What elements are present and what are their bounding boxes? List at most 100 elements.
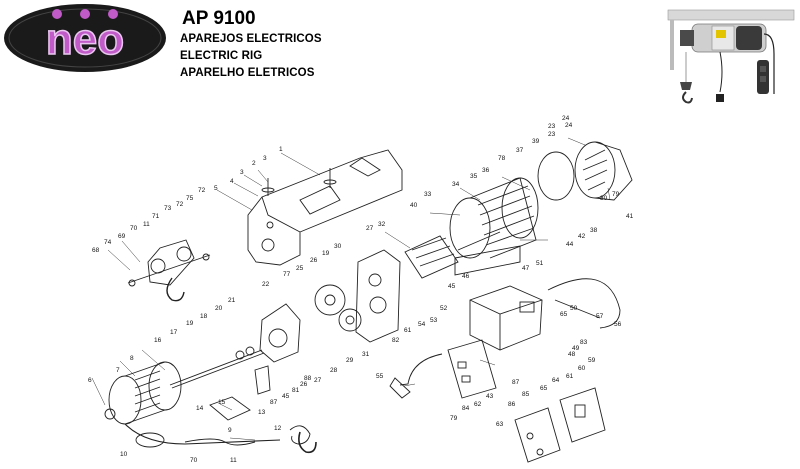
- svg-text:77: 77: [283, 271, 291, 278]
- svg-text:18: 18: [200, 313, 208, 320]
- svg-text:neo: neo: [46, 15, 124, 64]
- hoist-frame: [247, 149, 403, 266]
- svg-text:84: 84: [462, 405, 470, 412]
- svg-text:7: 7: [116, 367, 120, 374]
- svg-text:72: 72: [198, 187, 206, 194]
- product-photo: [664, 4, 796, 108]
- subtitle-en: ELECTRIC RIG: [180, 50, 263, 62]
- svg-text:88: 88: [304, 375, 312, 382]
- svg-text:11: 11: [230, 457, 237, 464]
- svg-text:9: 9: [228, 427, 232, 434]
- model-title: AP 9100: [182, 8, 256, 29]
- svg-text:82: 82: [392, 337, 400, 344]
- svg-text:53: 53: [430, 317, 438, 324]
- svg-text:45: 45: [448, 283, 456, 290]
- svg-text:62: 62: [474, 401, 482, 408]
- svg-text:2: 2: [252, 160, 256, 167]
- svg-text:42: 42: [578, 233, 586, 240]
- subtitle-es: APAREJOS ELECTRICOS: [180, 33, 322, 45]
- svg-text:87: 87: [270, 399, 278, 406]
- svg-text:78: 78: [498, 155, 506, 162]
- neo-logo: neo: [4, 4, 166, 72]
- svg-text:32: 32: [378, 221, 386, 228]
- svg-text:75: 75: [186, 195, 194, 202]
- svg-text:27: 27: [314, 377, 322, 384]
- svg-text:44: 44: [566, 241, 574, 248]
- svg-text:41: 41: [626, 213, 634, 220]
- svg-text:79: 79: [450, 415, 458, 422]
- svg-text:50: 50: [570, 305, 578, 312]
- svg-text:47: 47: [522, 265, 530, 272]
- gear-large: [314, 284, 346, 316]
- svg-text:49: 49: [572, 345, 580, 352]
- svg-text:48: 48: [568, 351, 576, 358]
- svg-text:51: 51: [536, 260, 544, 267]
- svg-text:19: 19: [186, 320, 194, 327]
- svg-text:57: 57: [596, 313, 604, 320]
- svg-text:13: 13: [258, 409, 266, 416]
- svg-text:64: 64: [552, 377, 560, 384]
- svg-text:22: 22: [262, 281, 270, 288]
- svg-text:28: 28: [330, 367, 338, 374]
- svg-text:56: 56: [614, 321, 622, 328]
- svg-text:80: 80: [600, 195, 608, 202]
- svg-text:10: 10: [120, 451, 128, 458]
- svg-text:39: 39: [532, 138, 540, 145]
- svg-text:25: 25: [296, 265, 304, 272]
- svg-text:61: 61: [566, 373, 574, 380]
- svg-text:26: 26: [310, 257, 318, 264]
- svg-text:70: 70: [130, 225, 138, 232]
- svg-text:27: 27: [366, 225, 374, 232]
- svg-text:72: 72: [176, 201, 184, 208]
- svg-text:59: 59: [588, 357, 596, 364]
- svg-text:5: 5: [214, 185, 218, 192]
- svg-text:65: 65: [560, 311, 568, 318]
- svg-text:60: 60: [578, 365, 586, 372]
- svg-text:86: 86: [508, 401, 516, 408]
- svg-text:46: 46: [462, 273, 470, 280]
- svg-text:16: 16: [154, 337, 162, 344]
- svg-text:24: 24: [565, 122, 573, 129]
- svg-text:70: 70: [190, 457, 198, 464]
- svg-text:19: 19: [322, 250, 330, 257]
- svg-text:36: 36: [482, 167, 490, 174]
- svg-text:3: 3: [240, 169, 244, 176]
- motor-stator: [469, 177, 537, 259]
- svg-text:4: 4: [230, 178, 234, 185]
- svg-text:74: 74: [104, 239, 112, 246]
- svg-text:55: 55: [376, 373, 384, 380]
- svg-text:23: 23: [548, 131, 556, 138]
- svg-text:1: 1: [279, 146, 283, 153]
- subtitle-pt: APARELHO ELETRICOS: [180, 67, 315, 79]
- svg-text:54: 54: [418, 321, 426, 328]
- svg-text:43: 43: [486, 393, 494, 400]
- pendant-control: [447, 339, 497, 399]
- svg-text:15: 15: [218, 399, 226, 406]
- svg-text:61: 61: [404, 327, 412, 334]
- svg-text:52: 52: [440, 305, 448, 312]
- svg-text:45: 45: [282, 393, 290, 400]
- svg-text:12: 12: [274, 425, 282, 432]
- trolley: [147, 239, 195, 286]
- svg-text:73: 73: [164, 205, 172, 212]
- svg-text:23: 23: [548, 123, 556, 130]
- svg-text:79: 79: [612, 191, 620, 198]
- svg-text:87: 87: [512, 379, 520, 386]
- gearbox: [355, 249, 401, 343]
- svg-text:81: 81: [292, 387, 300, 394]
- svg-text:33: 33: [424, 191, 432, 198]
- svg-text:3: 3: [263, 155, 267, 162]
- svg-text:68: 68: [92, 247, 100, 254]
- svg-text:38: 38: [590, 227, 598, 234]
- svg-text:29: 29: [346, 357, 354, 364]
- svg-text:83: 83: [580, 339, 588, 346]
- svg-text:17: 17: [170, 329, 178, 336]
- svg-text:85: 85: [522, 391, 530, 398]
- svg-text:26: 26: [300, 381, 308, 388]
- svg-text:31: 31: [362, 351, 370, 358]
- svg-text:11: 11: [143, 221, 150, 228]
- svg-text:69: 69: [118, 233, 126, 240]
- svg-text:40: 40: [410, 202, 418, 209]
- svg-text:37: 37: [516, 147, 524, 154]
